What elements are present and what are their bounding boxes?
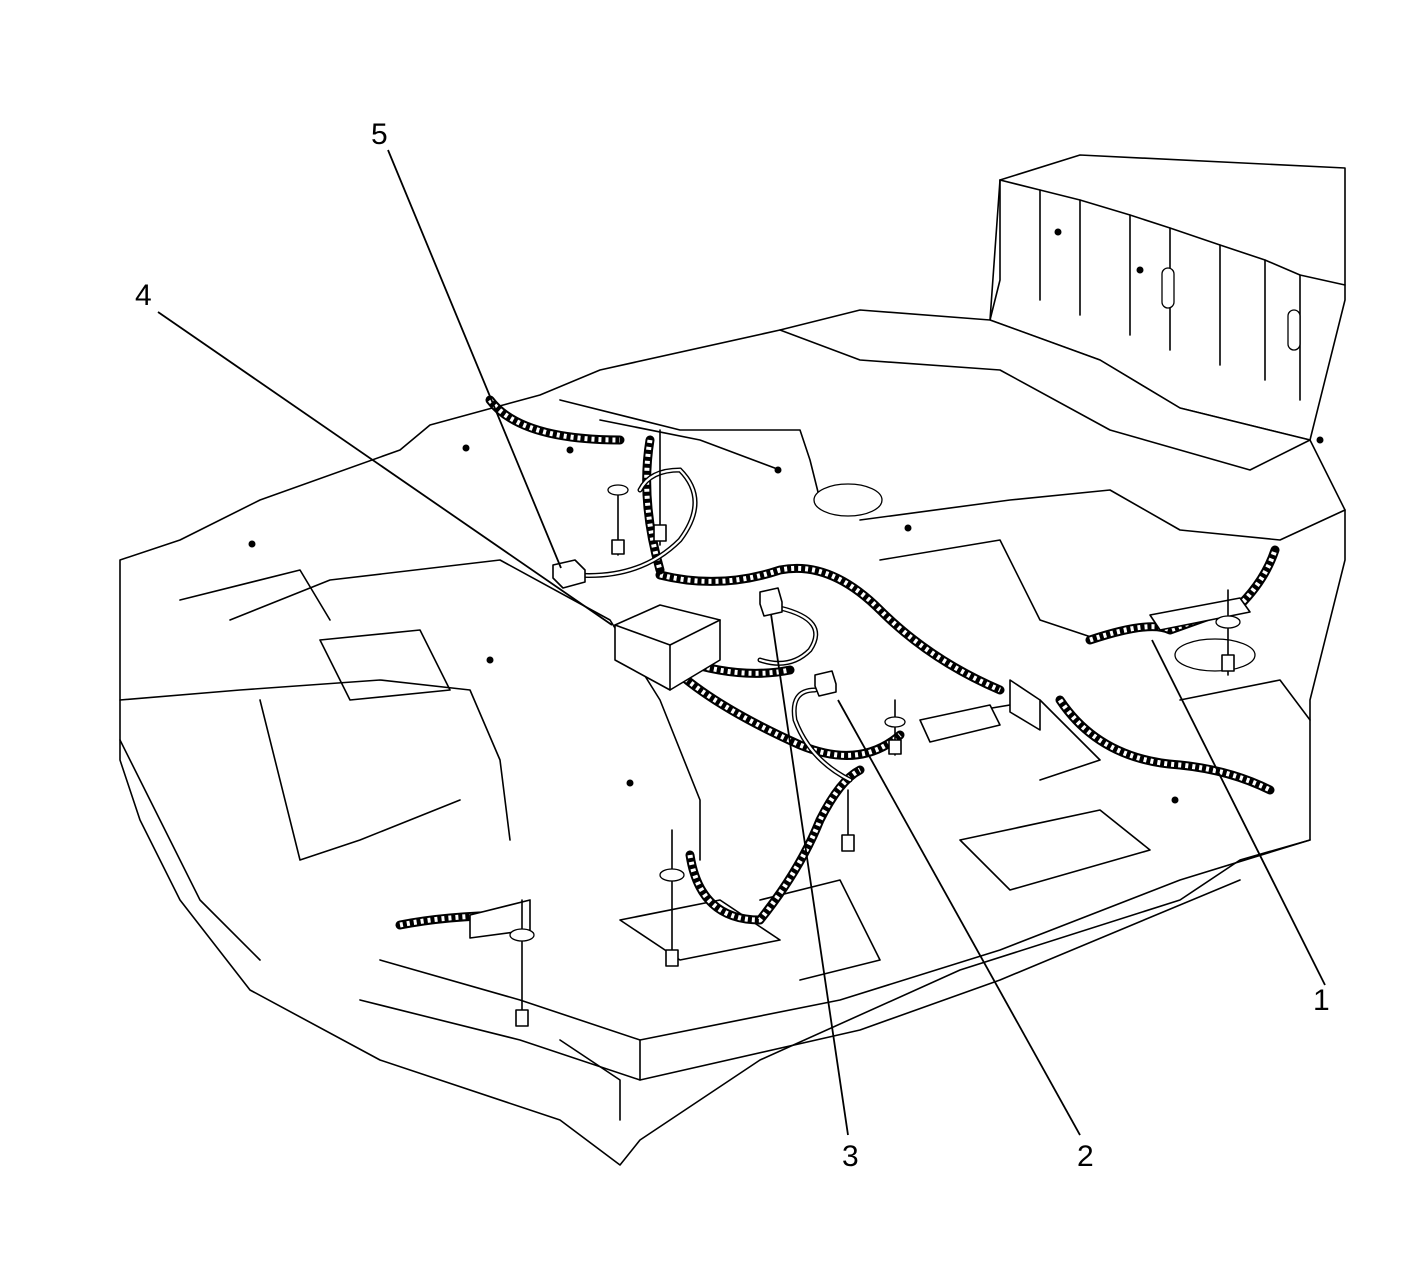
floor-pan [119,309,1346,1166]
callout-labels: 1 2 3 4 5 [135,118,1330,1173]
callout-5: 5 [371,118,388,151]
components [469,559,1251,939]
callout-2: 2 [1077,1140,1094,1173]
callout-1: 1 [1313,984,1330,1017]
studs [509,429,1241,1027]
callout-3: 3 [842,1140,859,1173]
callout-4: 4 [135,279,152,312]
leader-lines [157,149,1326,1136]
